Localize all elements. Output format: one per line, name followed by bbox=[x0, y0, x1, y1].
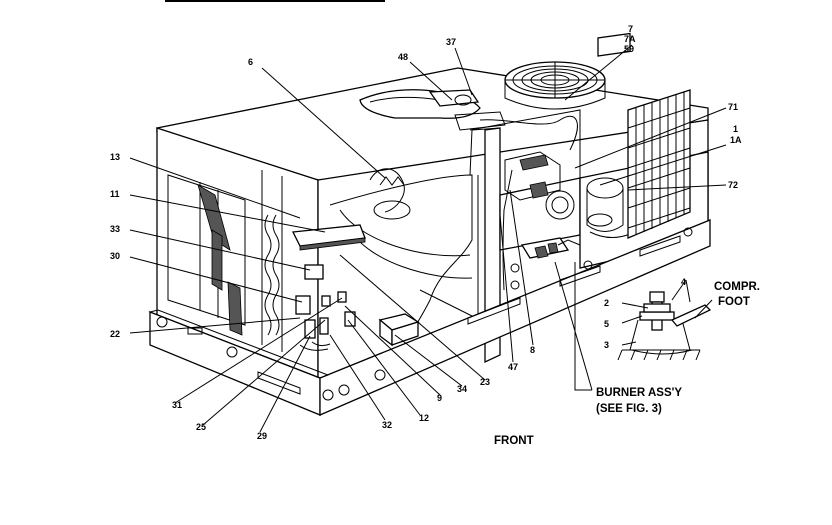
label-29: 29 bbox=[257, 431, 267, 441]
rooftop-unit-drawing bbox=[148, 32, 711, 416]
label-71: 71 bbox=[728, 102, 738, 112]
label-25: 25 bbox=[196, 422, 206, 432]
grille-lines bbox=[627, 92, 691, 235]
label-6: 6 bbox=[248, 57, 253, 67]
label-3: 3 bbox=[604, 340, 609, 350]
label-31: 31 bbox=[172, 400, 182, 410]
label-13: 13 bbox=[110, 152, 120, 162]
label-1: 1 bbox=[733, 124, 738, 134]
label-33: 33 bbox=[110, 224, 120, 234]
blower-wheel bbox=[369, 168, 405, 213]
label-12: 12 bbox=[419, 413, 429, 423]
outdoor-coil-grille bbox=[627, 89, 691, 239]
label-8: 8 bbox=[530, 345, 535, 355]
label-11: 11 bbox=[110, 189, 120, 199]
label-5: 5 bbox=[604, 319, 609, 329]
grommet bbox=[639, 311, 675, 321]
label-59: 59 bbox=[624, 44, 634, 54]
label-4: 4 bbox=[681, 277, 686, 287]
bolt-head bbox=[649, 291, 665, 303]
leader-lines bbox=[129, 44, 727, 433]
top-component-48 bbox=[428, 89, 480, 107]
burner-label-line1: BURNER ASS'Y bbox=[596, 387, 682, 399]
rail-hole bbox=[156, 316, 168, 328]
burner-label-line2: (SEE FIG. 3) bbox=[596, 403, 662, 415]
compressor-label-line2: FOOT bbox=[718, 296, 750, 308]
callout-labels: 7 7A 59 37 48 6 71 1 1A 72 13 11 33 30 2… bbox=[110, 24, 760, 447]
label-34: 34 bbox=[457, 384, 467, 394]
info-plate bbox=[597, 32, 631, 57]
label-9: 9 bbox=[437, 393, 442, 403]
label-1a: 1A bbox=[730, 135, 742, 145]
label-7a: 7A bbox=[624, 34, 636, 44]
gas-valve-area bbox=[504, 151, 561, 201]
label-23: 23 bbox=[480, 377, 490, 387]
label-48: 48 bbox=[398, 52, 408, 62]
label-32: 32 bbox=[382, 420, 392, 430]
component-33 bbox=[304, 264, 324, 280]
label-2: 2 bbox=[604, 298, 609, 308]
cutaway-outline bbox=[329, 174, 473, 341]
label-72: 72 bbox=[728, 180, 738, 190]
label-47: 47 bbox=[508, 362, 518, 372]
label-30: 30 bbox=[110, 251, 120, 261]
label-37: 37 bbox=[446, 37, 456, 47]
compressor-foot-detail bbox=[617, 291, 712, 361]
label-22: 22 bbox=[110, 329, 120, 339]
left-coil bbox=[264, 214, 272, 336]
compressor-label-line1: COMPR. bbox=[714, 281, 760, 293]
component-30 bbox=[295, 295, 311, 315]
filter-dark bbox=[197, 184, 231, 251]
label-7: 7 bbox=[628, 24, 633, 34]
front-label: FRONT bbox=[494, 435, 534, 447]
left-opening bbox=[167, 174, 246, 326]
